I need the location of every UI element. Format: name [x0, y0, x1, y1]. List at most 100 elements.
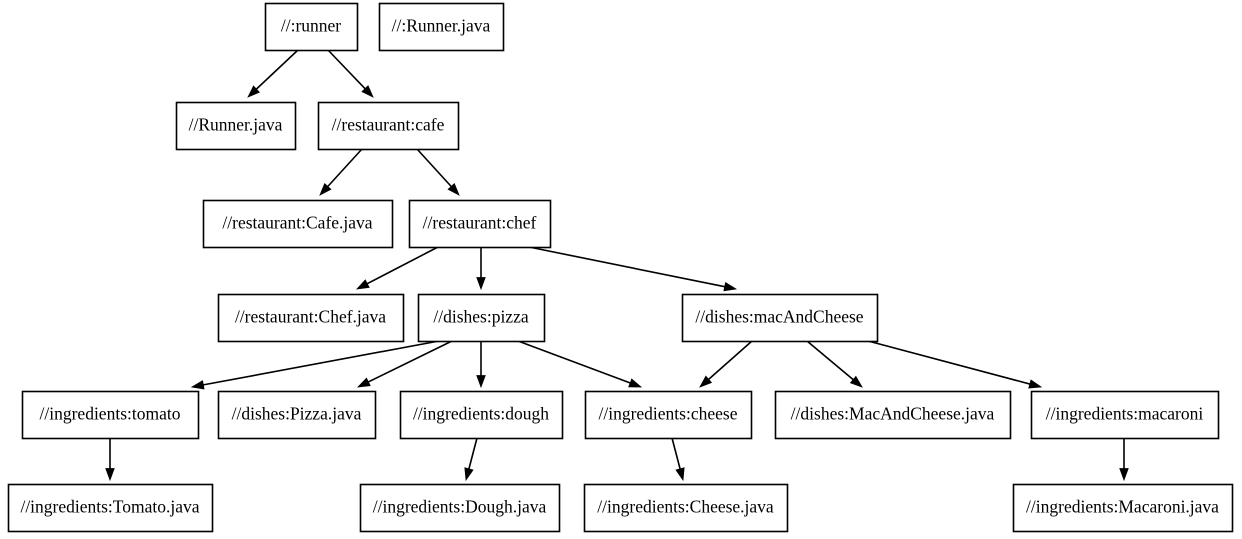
graph-node-dishes_mac[interactable]: //dishes:macAndCheese [681, 293, 879, 343]
node-label: //restaurant:cafe [332, 115, 445, 135]
node-label: //restaurant:Cafe.java [222, 213, 372, 233]
edge-arrowhead-icon [361, 85, 374, 98]
edge-arrowhead-icon [675, 467, 685, 482]
edge-line [517, 340, 631, 384]
graph-edge [247, 49, 299, 98]
edge-line [468, 437, 478, 470]
graph-edge [528, 246, 738, 292]
node-box[interactable] [317, 101, 460, 151]
graph-node-restaurant_cafe[interactable]: //restaurant:cafe [317, 101, 460, 151]
node-box[interactable] [1030, 390, 1220, 440]
node-box[interactable] [417, 293, 546, 343]
node-label: //dishes:MacAndCheese.java [791, 404, 995, 424]
graph-edge [327, 49, 374, 98]
node-label: //:Runner.java [392, 16, 491, 36]
graph-node-mac_java[interactable]: //dishes:MacAndCheese.java [774, 390, 1012, 440]
edge-line [203, 340, 440, 386]
edge-arrowhead-icon [464, 467, 474, 482]
edge-arrowhead-icon [447, 182, 460, 196]
node-label: //ingredients:dough [413, 404, 549, 424]
edge-arrowhead-icon [849, 375, 863, 388]
node-box[interactable] [408, 199, 552, 249]
node-label: //ingredients:tomato [40, 404, 181, 424]
edge-arrowhead-icon [355, 279, 370, 290]
graph-node-macaroni_java[interactable]: //ingredients:Macaroni.java [1012, 483, 1234, 533]
node-label: //dishes:macAndCheese [695, 307, 863, 327]
edge-line [416, 148, 452, 188]
edge-arrowhead-icon [1119, 468, 1129, 482]
edge-line [367, 340, 453, 383]
graph-edge [356, 340, 453, 388]
graph-node-restaurant_chef[interactable]: //restaurant:chef [408, 199, 552, 249]
edge-arrowhead-icon [628, 378, 643, 388]
graph-node-cafe_java[interactable]: //restaurant:Cafe.java [202, 199, 394, 249]
graph-edge [476, 247, 486, 291]
graph-edge [1119, 438, 1129, 482]
graph-node-ing_macaroni[interactable]: //ingredients:macaroni [1030, 390, 1220, 440]
node-box[interactable] [202, 199, 394, 249]
edge-arrowhead-icon [476, 375, 486, 389]
edge-line [671, 437, 681, 470]
graph-node-dough_java[interactable]: //ingredients:Dough.java [359, 483, 561, 533]
graph-edge [464, 437, 478, 482]
node-label: //restaurant:Chef.java [235, 307, 386, 327]
node-label: //restaurant:chef [423, 213, 537, 233]
graph-edge [517, 340, 643, 388]
graph-edge [806, 340, 863, 388]
graph-node-ing_tomato[interactable]: //ingredients:tomato [21, 390, 200, 440]
graph-node-dishes_pizza[interactable]: //dishes:pizza [417, 293, 546, 343]
graph-node-chef_java[interactable]: //restaurant:Chef.java [217, 293, 405, 343]
node-label: //dishes:pizza [433, 307, 528, 327]
graph-node-runner_java[interactable]: //Runner.java [175, 101, 297, 151]
node-box[interactable] [584, 390, 753, 440]
graph-node-ing_cheese[interactable]: //ingredients:cheese [584, 390, 753, 440]
graph-edge [355, 246, 439, 290]
edge-arrowhead-icon [699, 375, 713, 388]
edges-layer [105, 49, 1129, 482]
node-box[interactable] [217, 390, 377, 440]
node-label: //ingredients:cheese [599, 404, 738, 424]
graph-node-tomato_java[interactable]: //ingredients:Tomato.java [7, 483, 214, 533]
node-box[interactable] [583, 483, 789, 533]
edge-line [528, 246, 725, 288]
graph-node-root_runner_java[interactable]: //:Runner.java [378, 2, 505, 52]
node-label: //ingredients:Cheese.java [597, 497, 774, 517]
graph-node-cheese_java[interactable]: //ingredients:Cheese.java [583, 483, 789, 533]
graph-node-ing_dough[interactable]: //ingredients:dough [399, 390, 564, 440]
node-box[interactable] [399, 390, 564, 440]
graph-edge [416, 148, 460, 196]
node-box[interactable] [7, 483, 214, 533]
graph-edge [699, 340, 753, 388]
node-box[interactable] [1012, 483, 1234, 533]
graph-edge [476, 341, 486, 389]
node-label: //ingredients:Dough.java [373, 497, 547, 517]
edge-arrowhead-icon [1028, 379, 1043, 389]
graph-node-pizza_java[interactable]: //dishes:Pizza.java [217, 390, 377, 440]
node-box[interactable] [681, 293, 879, 343]
node-box[interactable] [217, 293, 405, 343]
node-box[interactable] [359, 483, 561, 533]
graph-edge [671, 437, 685, 482]
edge-arrowhead-icon [723, 281, 738, 292]
node-box[interactable] [21, 390, 200, 440]
edge-line [327, 148, 363, 188]
graph-edge [867, 340, 1043, 389]
edge-arrowhead-icon [190, 380, 205, 390]
graph-edge [319, 148, 363, 196]
edge-arrowhead-icon [356, 377, 371, 388]
edge-arrowhead-icon [247, 85, 260, 98]
graph-node-runner[interactable]: //:runner [264, 2, 359, 52]
graph-edge [190, 340, 440, 390]
edge-line [806, 340, 854, 381]
node-box[interactable] [774, 390, 1012, 440]
edge-line [708, 340, 753, 380]
edge-arrowhead-icon [105, 468, 115, 482]
edge-arrowhead-icon [476, 277, 486, 291]
node-box[interactable] [175, 101, 297, 151]
node-box[interactable] [264, 2, 359, 52]
node-box[interactable] [378, 2, 505, 52]
edge-arrowhead-icon [319, 182, 332, 196]
node-label: //ingredients:macaroni [1046, 404, 1204, 424]
